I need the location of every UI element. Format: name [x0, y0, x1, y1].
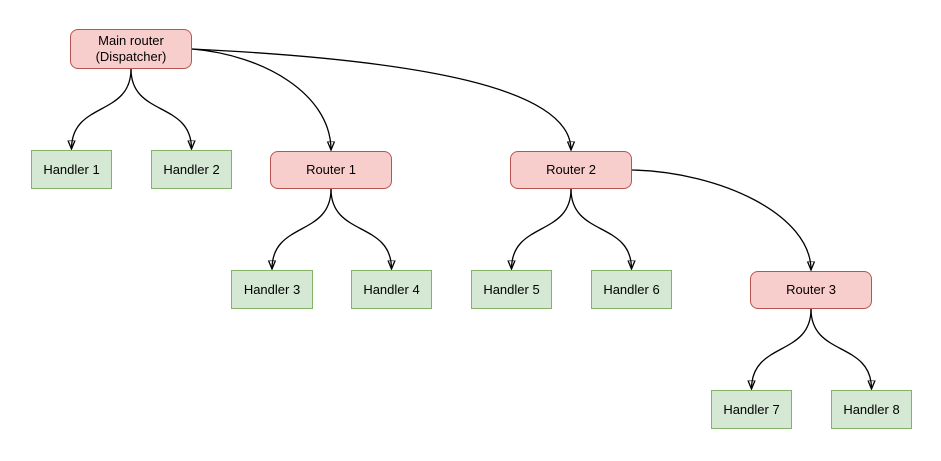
edge-main-router-to-handler1	[72, 68, 132, 149]
node-main-router: Main router (Dispatcher)	[70, 29, 192, 69]
node-router-1: Router 1	[270, 151, 392, 189]
node-handler-5: Handler 5	[471, 270, 552, 309]
node-router-2: Router 2	[510, 151, 632, 189]
node-handler-1: Handler 1	[31, 150, 112, 189]
node-handler-6: Handler 6	[591, 270, 672, 309]
node-handler-8: Handler 8	[831, 390, 912, 429]
edge-router3-to-handler8	[810, 308, 872, 389]
node-handler-7: Handler 7	[711, 390, 792, 429]
edge-router1-to-handler3	[272, 188, 332, 269]
node-handler-4: Handler 4	[351, 270, 432, 309]
edge-router3-to-handler7	[752, 308, 812, 389]
edge-main-router-to-router2	[191, 48, 571, 150]
node-router-3: Router 3	[750, 271, 872, 309]
edge-router2-to-router3	[631, 169, 811, 270]
edge-main-router-to-handler2	[130, 68, 192, 149]
node-handler-2: Handler 2	[151, 150, 232, 189]
edge-router1-to-handler4	[330, 188, 392, 269]
edge-router2-to-handler6	[570, 188, 632, 269]
edge-main-router-to-router1	[191, 48, 331, 150]
edge-router2-to-handler5	[512, 188, 572, 269]
node-handler-3: Handler 3	[231, 270, 313, 309]
